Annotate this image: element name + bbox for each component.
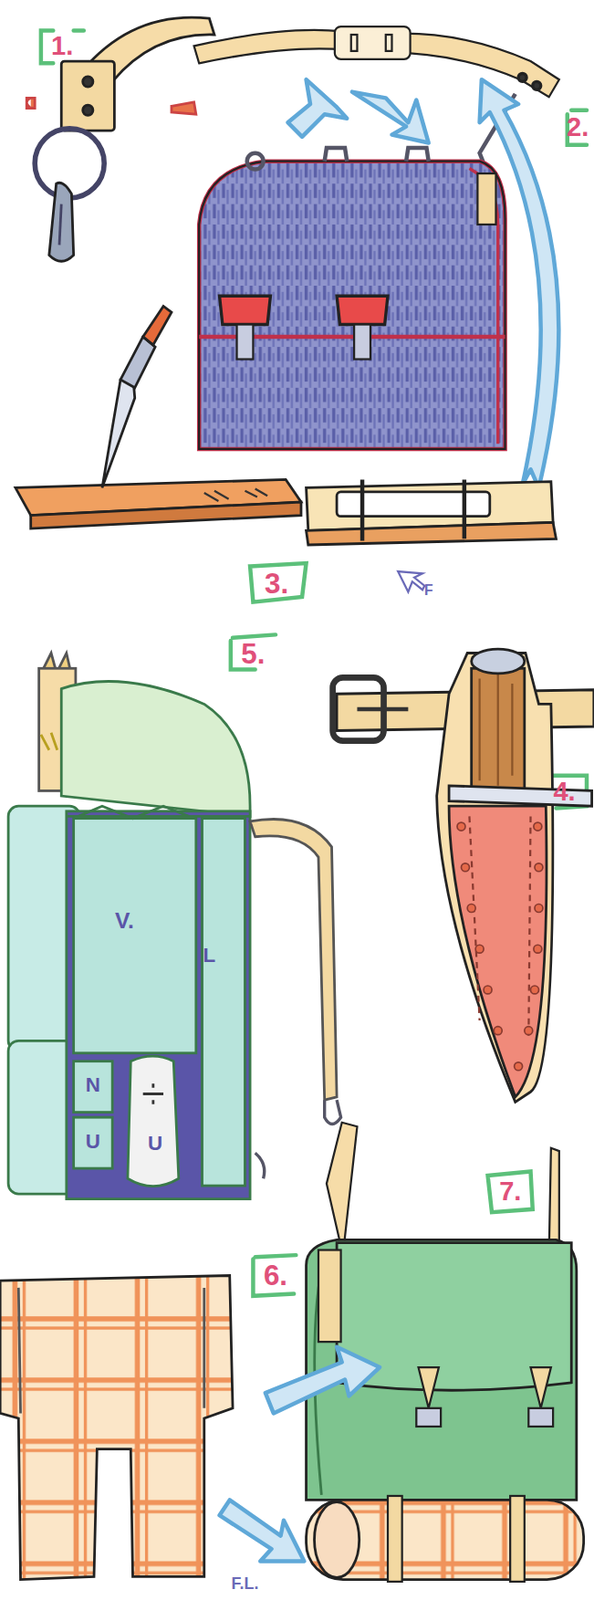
strap-slide-making [15,305,557,592]
callout-number: 2. [566,114,589,141]
backpack [8,653,341,1199]
part-letter: F [424,583,434,598]
blanket-roll-and-bag [0,1122,584,1582]
strap-end-part [26,17,215,261]
callout-brackets [41,31,587,1296]
knife-sheath [333,648,594,1102]
callout-number: 7. [499,1178,522,1206]
shoulder-bag [194,26,560,449]
compartment-letter: U [147,1133,163,1154]
direction-arrows [219,1346,381,1562]
callout-number: 1. [51,33,73,61]
direction-arrows [287,79,559,488]
compartment-letter: L [202,945,216,966]
callout-number: 6. [263,1261,288,1291]
callout-number: 5. [240,639,265,668]
callout-number: 4. [552,778,575,805]
compartment-letter: V. [114,909,135,933]
signature: F.L. [231,1575,260,1593]
callout-number: 3. [264,569,289,598]
compartment-letter: U [85,1130,101,1151]
compartment-letter: N [85,1074,101,1095]
